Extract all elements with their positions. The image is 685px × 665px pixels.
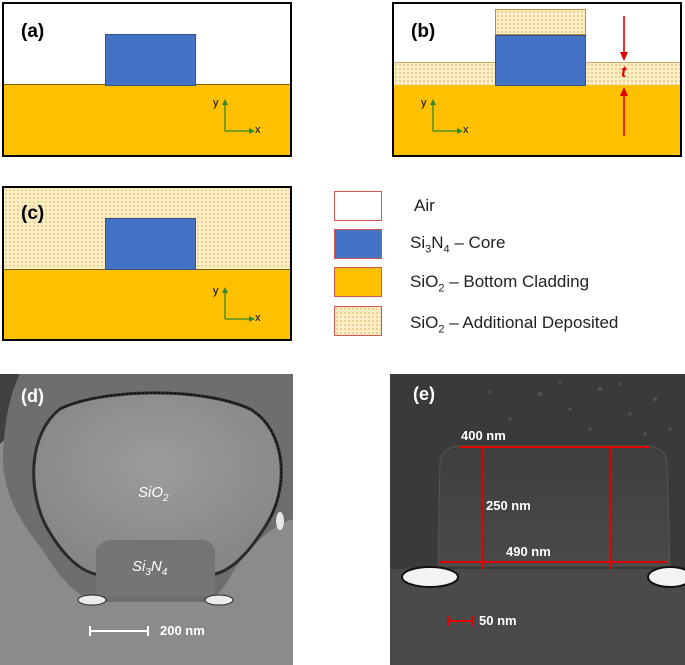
deposited-upper-cladding [4,188,290,270]
panel-e-label: (e) [413,384,435,404]
legend-label-bottom-cladding: SiO2 – Bottom Cladding [410,272,590,295]
legend-label-air: Air [414,196,435,215]
y-axis-label: y [421,97,427,109]
sio2-label: SiO2 [138,484,169,504]
axes-indicator: y x [213,97,261,137]
legend-swatch-deposited [334,306,382,336]
panel-c: (c) y x [2,186,292,341]
top-width-label: 400 nm [461,428,506,443]
panel-a-label: (a) [21,21,45,42]
x-axis-label: x [255,312,261,324]
legend-label-core: Si3N4 – Core [410,233,506,256]
sem-cross-section-e [390,374,685,665]
panel-b-label: (b) [411,21,436,42]
panel-c-label: (c) [21,203,45,224]
sem-cross-section-d [0,374,293,665]
legend-swatch-air [334,191,382,221]
panel-b: (b) t y x [392,2,682,157]
thickness-label: t [621,64,627,81]
legend-swatch-core [334,229,382,259]
legend-label-deposited: SiO2 – Additional Deposited [410,313,619,336]
deposited-cap [495,9,586,35]
panel-a: (a) y x [2,2,292,157]
y-axis-label: y [213,285,219,297]
axes-arrows-icon [222,99,255,134]
axes-indicator: y x [213,285,261,325]
si3n4-label: Si3N4 [132,558,168,578]
legend-swatch-bottom-cladding [334,267,382,297]
axes-arrows-icon [222,287,255,322]
height-label: 250 nm [486,498,531,513]
bottom-cladding [4,269,290,339]
si3n4-core [105,34,196,86]
y-axis-label: y [213,97,219,109]
si3n4-core [495,35,586,86]
axes-indicator: y x [421,97,469,137]
bottom-width-label: 490 nm [506,544,551,559]
x-axis-label: x [463,124,469,136]
axes-arrows-icon [430,99,463,134]
thickness-arrows-icon [620,16,628,136]
panel-d-label: (d) [21,386,44,406]
bottom-cladding [394,84,680,155]
panel-e-sem-image: (e) 400 nm 250 nm 490 nm 50 nm [390,374,685,665]
scale-bar-label: 200 nm [160,623,205,638]
bottom-cladding [4,84,290,155]
x-axis-label: x [255,124,261,136]
scale-bar-label: 50 nm [479,613,517,628]
panel-d-sem-image: (d) SiO2 Si3N4 200 nm [0,374,293,665]
si3n4-core [105,218,196,270]
